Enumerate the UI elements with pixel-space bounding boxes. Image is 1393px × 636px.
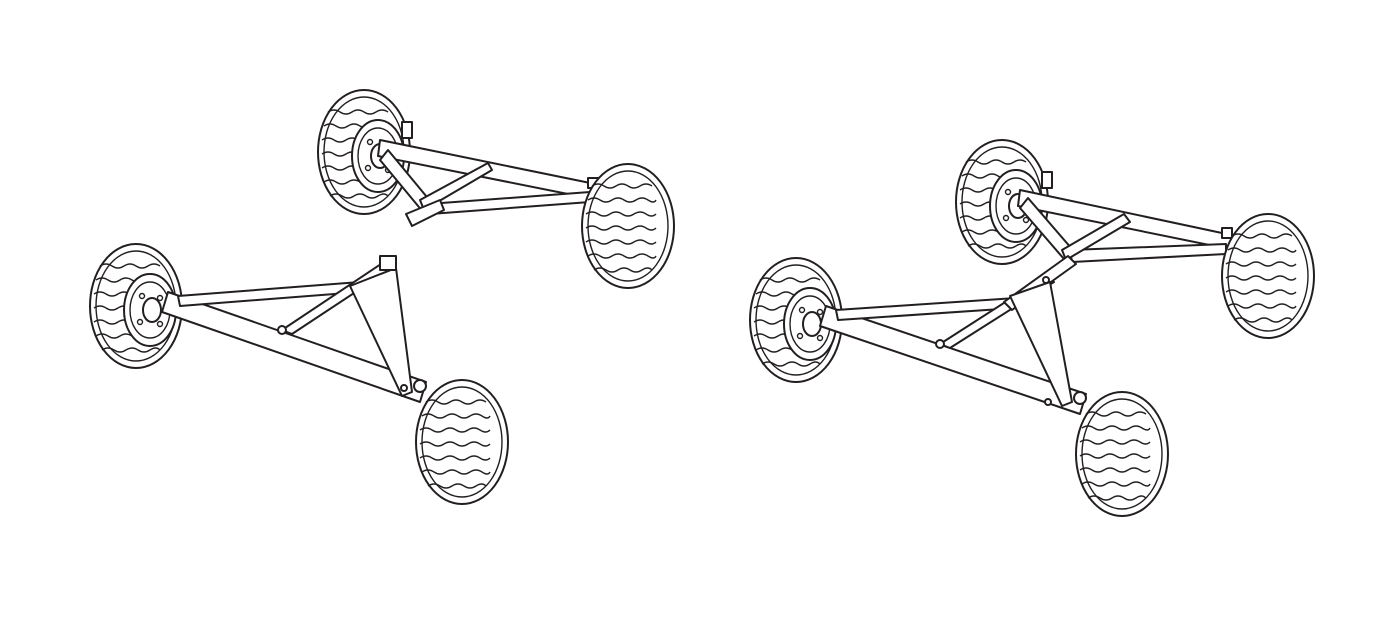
bolt bbox=[277, 325, 287, 335]
front-axle-assembly bbox=[749, 255, 1169, 517]
rear-right-wheel bbox=[581, 163, 675, 289]
front-tongue bbox=[349, 267, 413, 397]
bracket bbox=[1221, 227, 1233, 239]
assembled-view bbox=[749, 139, 1315, 517]
rear-a-frame-arm bbox=[427, 191, 591, 215]
front-right-wheel bbox=[415, 379, 509, 505]
rear-coupler bbox=[405, 199, 445, 227]
exploded-view bbox=[89, 89, 675, 505]
pivot-pin bbox=[413, 379, 427, 393]
tongue-tab bbox=[379, 255, 397, 271]
front-tongue bbox=[1009, 281, 1073, 407]
bolt bbox=[935, 339, 945, 349]
front-axle-tube bbox=[161, 291, 427, 403]
rear-a-frame-arm bbox=[1069, 243, 1227, 263]
bolt bbox=[1044, 398, 1052, 406]
front-axle-tube bbox=[819, 305, 1087, 415]
bolt bbox=[1042, 276, 1050, 284]
bolt bbox=[400, 384, 408, 392]
front-axle-assembly bbox=[89, 243, 509, 505]
bracket bbox=[1041, 171, 1053, 189]
pivot-pin bbox=[1073, 391, 1087, 405]
rear-axle-assembly bbox=[955, 139, 1315, 339]
rear-tongue-stub bbox=[1061, 213, 1131, 261]
front-right-wheel bbox=[1075, 391, 1169, 517]
rear-axle-assembly bbox=[317, 89, 675, 289]
bracket bbox=[401, 121, 413, 139]
rear-right-wheel bbox=[1221, 213, 1315, 339]
